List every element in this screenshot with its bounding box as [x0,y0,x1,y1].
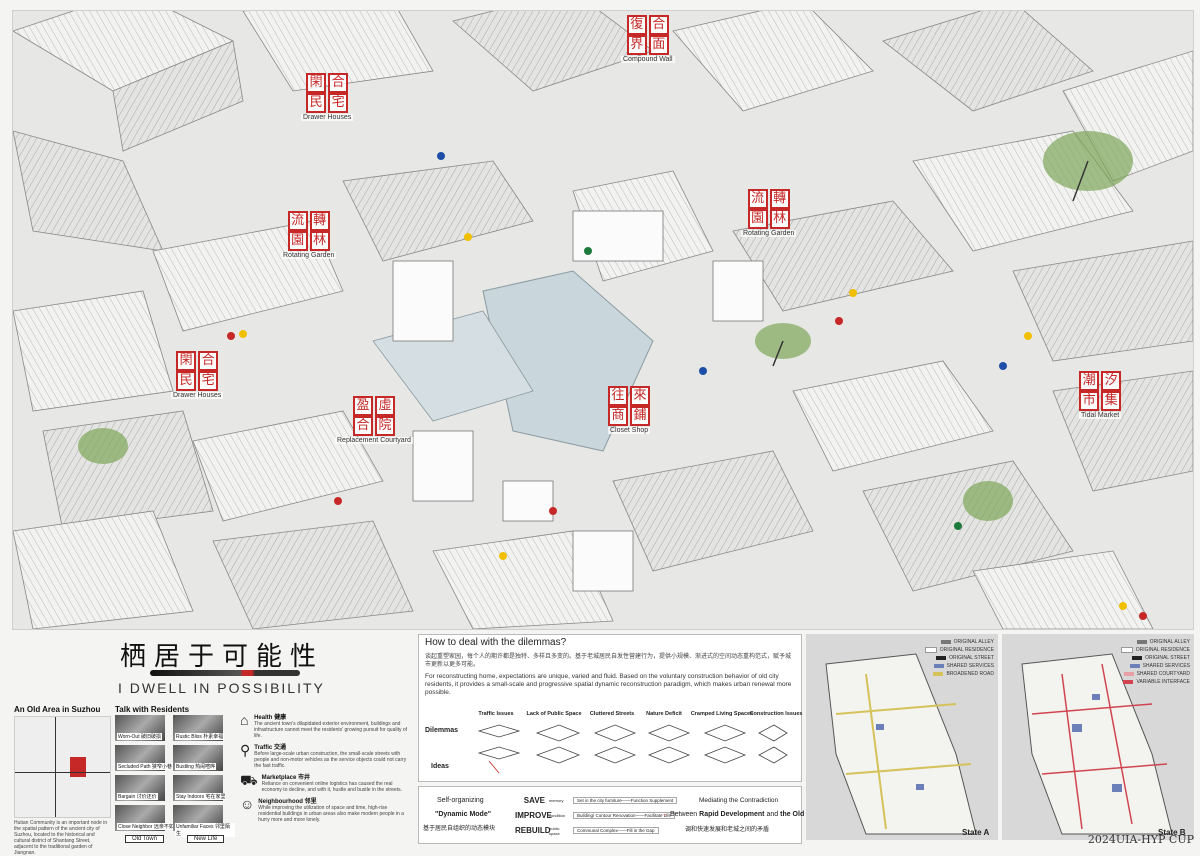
label-replacement-courtyard[interactable]: 盈合 虛院 Replacement Courtyard [335,396,413,444]
old-area-section: An Old Area in Suzhou Hutian Community i… [14,705,111,856]
mediate-cn: 调和快速发展和老城之间的矛盾 [685,827,770,833]
residents-heading: Talk with Residents [115,705,190,714]
label-drawer-houses-top[interactable]: 閑民 合宅 Drawer Houses [301,73,354,121]
verb-row: REBUILD public space Communal Complex——F… [515,823,695,838]
mediate-label: Mediating the Contradiction [699,797,779,804]
map-state-b-drawing [1002,634,1194,840]
label-caption: Closet Shop [608,427,651,434]
label-tidal-market[interactable]: 潮市 汐集 Tidal Market [1079,371,1122,419]
brush-stroke [150,670,300,676]
dilemma-panel: How to deal with the dilemmas? 谈起重塑家园，每个… [418,634,802,782]
issue-traffic: Traffic Issues [478,711,514,717]
title-chinese: 栖居于可能性 [120,642,325,672]
dilemma-diagrams [477,724,788,774]
label-rotating-garden-right[interactable]: 流園 轉林 Rotating Garden [741,189,797,237]
cart-icon: ⛟ [240,772,258,788]
dilemmas-row-label: Dilemmas [425,727,459,734]
people-icon: ☺ [240,796,255,812]
label-caption: Drawer Houses [171,392,224,399]
dilemma-text-cn: 谈起重塑家园，每个人的期许都是独特、多样且多变的。基于老城居民自发性营建行为，提… [425,654,792,668]
dilemma-heading: How to deal with the dilemmas? [425,637,567,648]
state-a-label: State A [962,828,990,837]
location-map [14,716,111,818]
watermark: 2024UIA-HYP CUP [1087,833,1194,846]
arrow-icon: → [661,811,668,818]
ideas-row-label: Ideas [431,763,449,770]
dynamic-mode-label: "Dynamic Mode" [435,811,492,818]
issue-construction: Construction Issues [749,711,803,717]
issue-cramped: Cramped Living Spaces [690,711,754,717]
residents-section: Talk with Residents Worn-Out 破旧破损 Rustic… [115,705,235,845]
label-rotating-garden-left[interactable]: 流園 轉林 Rotating Garden [281,211,337,259]
label-caption: Tidal Market [1079,412,1122,419]
self-organizing-label: Self-organizing [437,797,484,804]
old-town-tag: Old Town [125,835,164,843]
map-state-a-drawing [806,634,998,840]
strategy-panel: Self-organizing "Dynamic Mode" 基于居民自组织的动… [418,786,819,844]
dilemma-text-en: For reconstructing home, expectations ar… [425,673,792,696]
map-state-a: ORIGINAL ALLEY ORIGINAL RESIDENCE ORIGIN… [806,634,998,840]
label-caption: Drawer Houses [301,114,354,121]
state-b-label: State B [1158,828,1186,837]
label-closet-shop[interactable]: 往商 來鋪 Closet Shop [608,386,651,434]
label-caption: Compound Wall [621,56,675,63]
verb-row: IMPROVE condition Building/ Contour Reno… [515,808,695,823]
dynamic-mode-cn: 基于居民自组织的动态模块 [423,826,496,832]
old-area-heading: An Old Area in Suzhou [14,705,101,714]
axonometric-illustration: 閑民 合宅 Drawer Houses 流園 轉林 Rotating Garde… [12,10,1194,630]
label-compound-wall[interactable]: 復界 合面 Compound Wall [621,15,675,63]
mediate-between: → Between Rapid Development and the Old … [661,811,820,818]
issue-cluttered: Cluttered Streets [589,711,635,717]
bike-icon: ⚲ [240,742,251,758]
strategy-verbs: SAVE memory Set in the city furniture——F… [515,793,695,838]
legend-a: ORIGINAL ALLEY ORIGINAL RESIDENCE ORIGIN… [904,638,994,678]
map-state-b: ORIGINAL ALLEY ORIGINAL RESIDENCE ORIGIN… [1002,634,1194,840]
label-caption: Replacement Courtyard [335,437,413,444]
label-caption: Rotating Garden [281,252,337,259]
new-life-tag: New Life [187,835,225,843]
old-area-text: Hutian Community is an important node in… [14,820,108,856]
label-drawer-houses-left[interactable]: 閑民 合宅 Drawer Houses [171,351,224,399]
issue-nature: Nature Deficit [646,711,682,717]
site-marker-icon [70,757,86,777]
title-english: I DWELL IN POSSIBILITY [118,680,325,696]
label-caption: Rotating Garden [741,230,797,237]
legend-b: ORIGINAL ALLEY ORIGINAL RESIDENCE ORIGIN… [1100,638,1190,686]
rooftop-drawing [13,11,1193,629]
verb-row: SAVE memory Set in the city furniture——F… [515,793,695,808]
issue-public-space: Lack of Public Space [526,711,582,717]
house-icon: ⌂ [240,712,249,728]
